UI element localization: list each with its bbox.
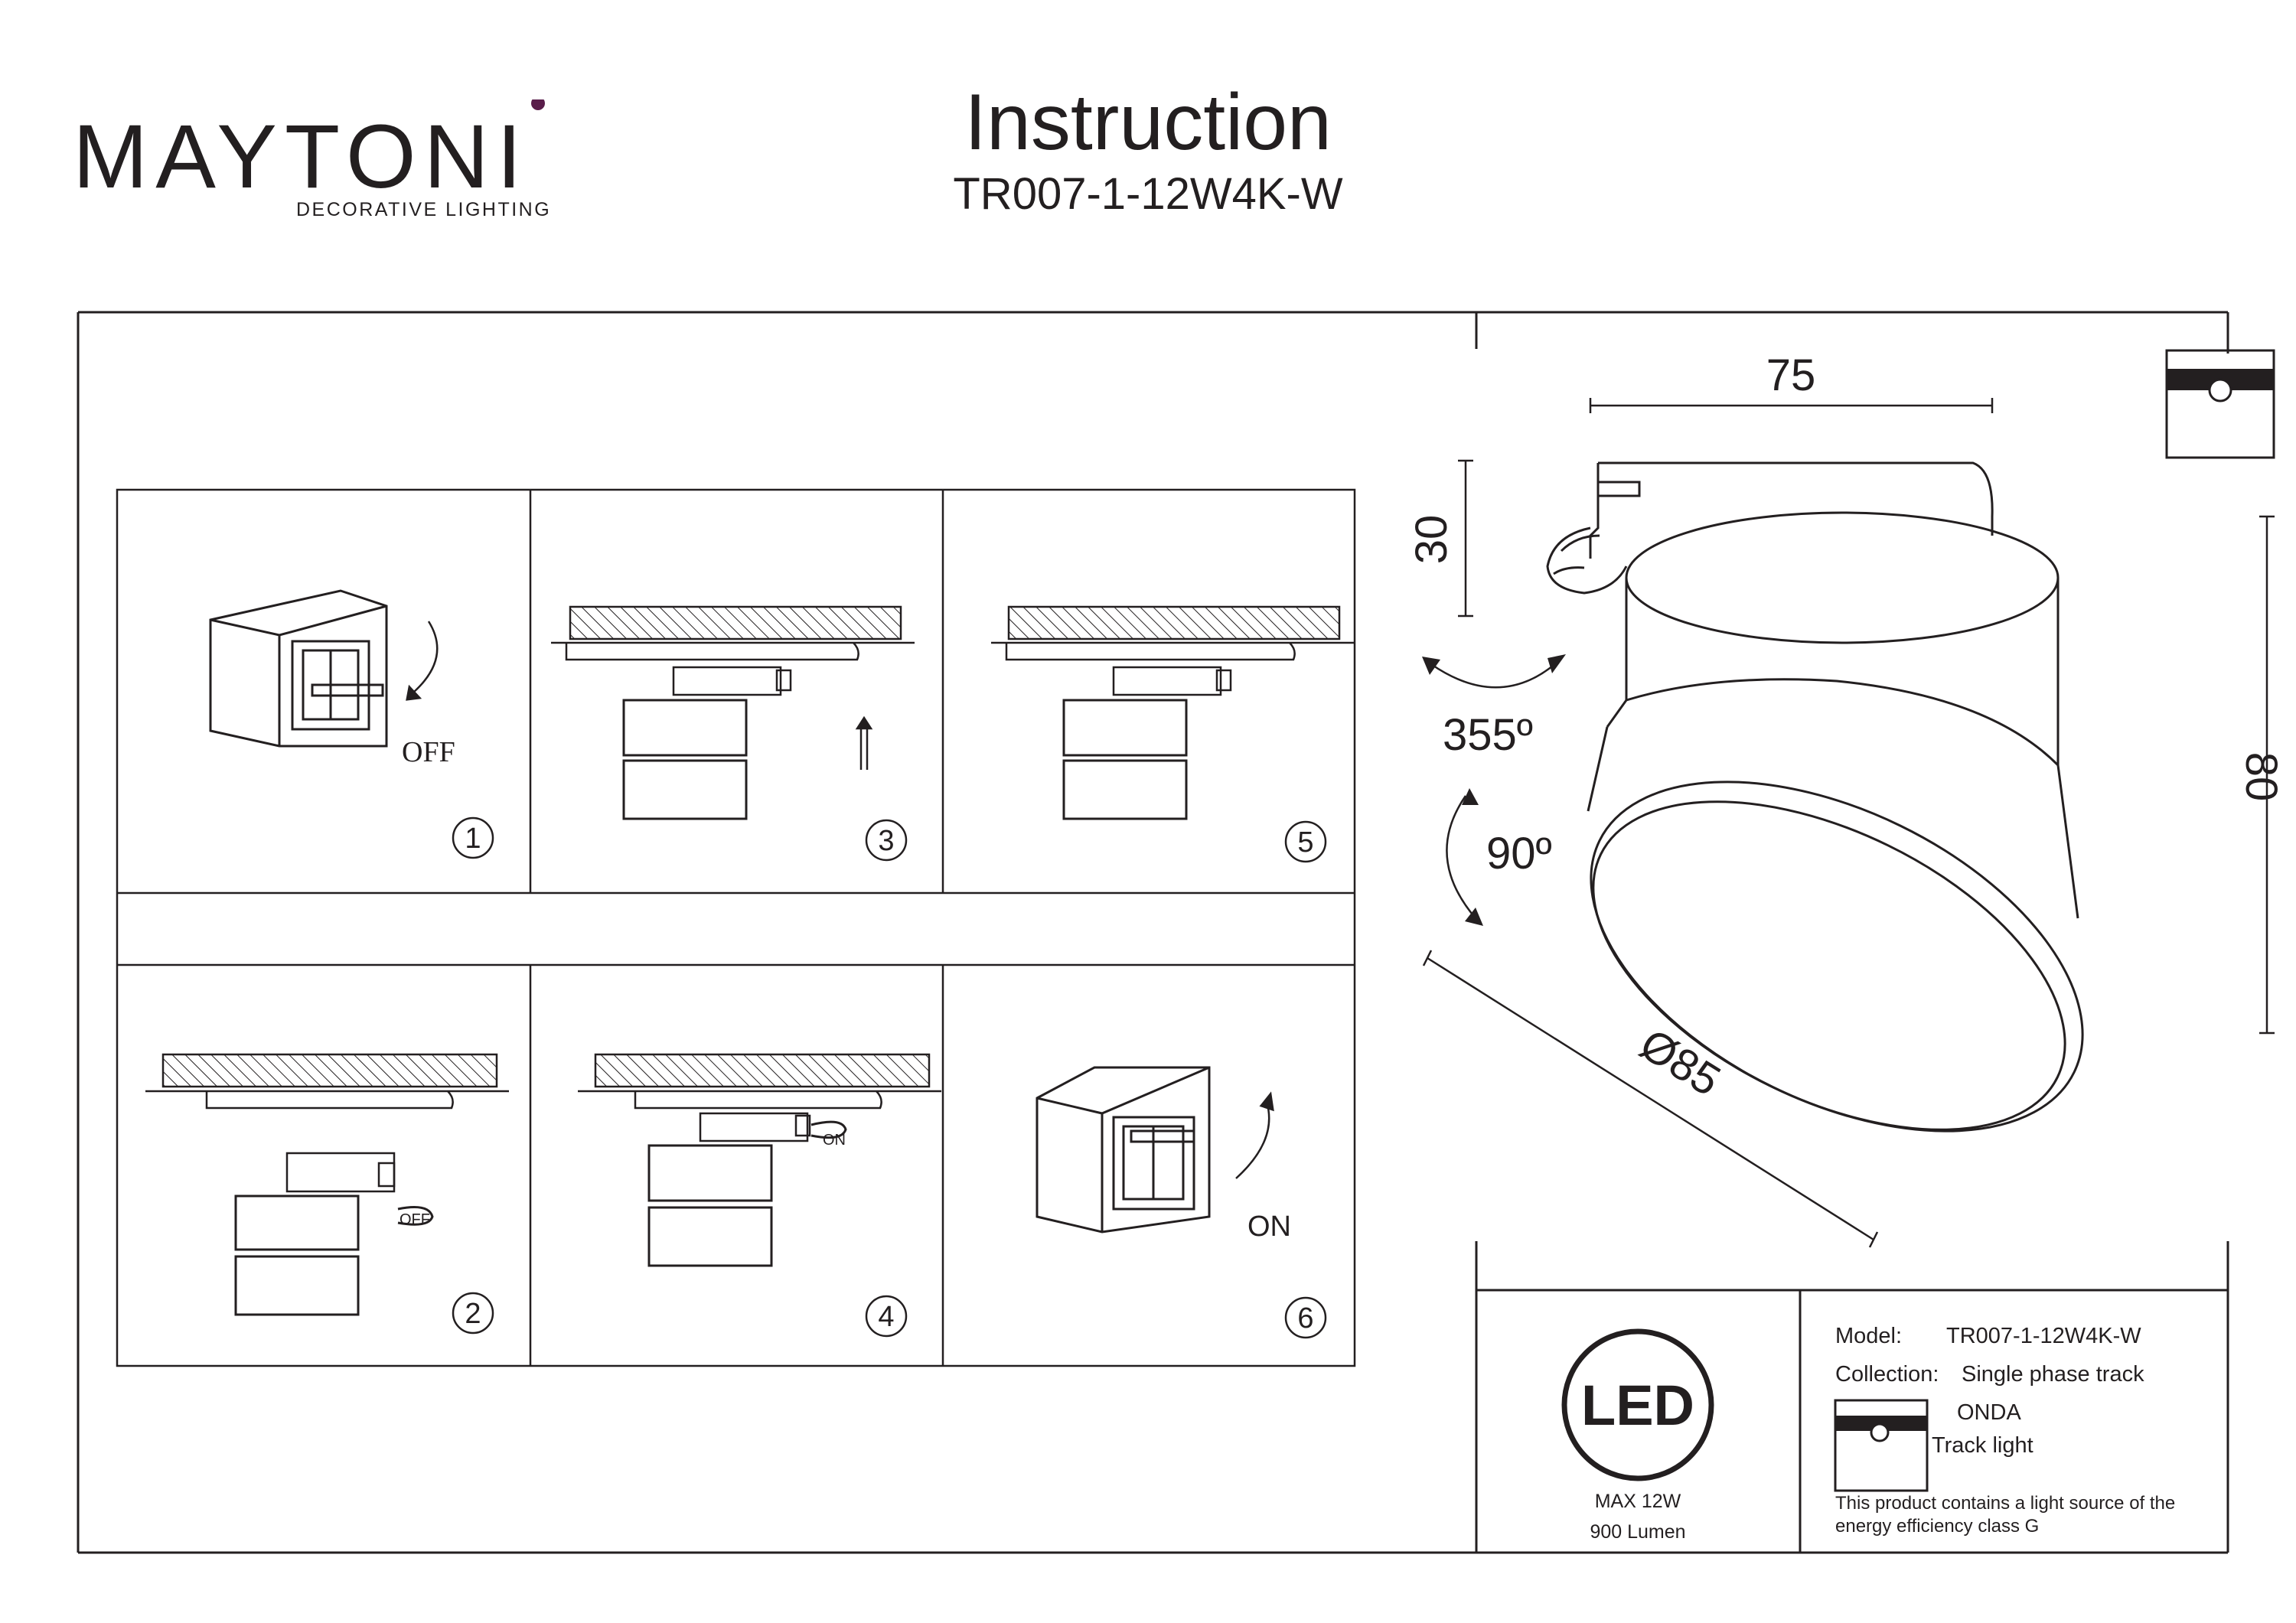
logo-tagline: DECORATIVE LIGHTING bbox=[296, 199, 551, 220]
page-title: Instruction bbox=[964, 78, 1332, 167]
collection-value: Single phase track bbox=[1962, 1362, 2144, 1387]
energy-note-line-1: This product contains a light source of … bbox=[1835, 1493, 2175, 1514]
led-badge-icon bbox=[1561, 1328, 1714, 1481]
step-1-switch-label: OFF bbox=[402, 736, 455, 768]
step-number-2: 2 bbox=[465, 1298, 481, 1330]
model-label: Model: bbox=[1835, 1324, 1902, 1348]
logo-accent-dot bbox=[531, 96, 545, 110]
model-value: TR007-1-12W4K-W bbox=[1946, 1324, 2141, 1348]
step-2-drawing bbox=[145, 1053, 509, 1316]
model-subtitle: TR007-1-12W4K-W bbox=[953, 169, 1343, 219]
step-4-switch-label: ON bbox=[823, 1132, 846, 1149]
step-6-switch-box bbox=[1035, 1066, 1274, 1234]
spec-track-light-icon bbox=[1834, 1399, 1929, 1492]
step-number-3: 3 bbox=[878, 825, 894, 857]
energy-note-line-2: energy efficiency class G bbox=[1835, 1516, 2039, 1537]
step-1-switch-box bbox=[209, 589, 439, 748]
dimension-width: 75 bbox=[1766, 350, 1816, 400]
track-light-icon bbox=[2165, 349, 2275, 459]
step-3-drawing bbox=[551, 605, 915, 820]
collection-label: Collection: bbox=[1835, 1362, 1939, 1387]
step-number-5: 5 bbox=[1297, 826, 1313, 859]
led-power: MAX 12W bbox=[1595, 1491, 1681, 1512]
step-4-drawing bbox=[578, 1053, 941, 1267]
dimension-height-top: 30 bbox=[1407, 515, 1456, 565]
step-number-6: 6 bbox=[1297, 1302, 1313, 1335]
step-number-1: 1 bbox=[465, 823, 481, 855]
logo-text: MAYTONI bbox=[73, 106, 530, 207]
dimension-height-total: 80 bbox=[2236, 752, 2286, 802]
product-type: Track light bbox=[1932, 1433, 2033, 1458]
step-6-switch-label: ON bbox=[1247, 1211, 1291, 1243]
collection-name: ONDA bbox=[1957, 1400, 2021, 1425]
step-2-switch-label: OFF bbox=[400, 1211, 430, 1228]
brand-logo: MAYTONI DECORATIVE LIGHTING bbox=[73, 96, 563, 222]
led-badge-text: LED bbox=[1581, 1374, 1694, 1437]
step-number-4: 4 bbox=[878, 1301, 894, 1333]
step-5-drawing bbox=[991, 605, 1355, 820]
led-lumen: 900 Lumen bbox=[1590, 1521, 1685, 1543]
rotation-vertical-label: 90º bbox=[1486, 829, 1552, 878]
rotation-horizontal-label: 355º bbox=[1443, 710, 1533, 760]
